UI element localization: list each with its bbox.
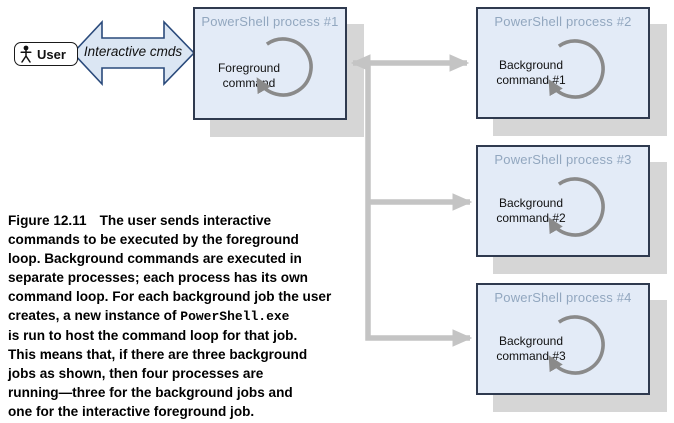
caption-line: running—three for the background jobs an… (8, 385, 293, 400)
user-label: User (37, 46, 66, 62)
loop-arrow-icon (548, 315, 605, 375)
caption-line: separate processes; each process has its… (8, 270, 308, 285)
caption-line: jobs as shown, then four processes are (8, 366, 264, 381)
arrow-to-process4 (365, 65, 473, 347)
process2-command: Background command #1 (496, 58, 566, 87)
caption-line: creates, a new instance of PowerShell.ex… (8, 308, 290, 324)
caption-line: This means that, if there are three back… (8, 347, 308, 362)
figure-number: Figure 12.11 (8, 213, 87, 228)
caption-line: command loop. For each background job th… (8, 289, 332, 304)
user-box: User (14, 42, 78, 66)
loop-arrow-icon (548, 39, 605, 99)
caption-line: commands to be executed by the foregroun… (8, 232, 299, 247)
code-text: PowerShell.exe (180, 309, 290, 324)
process3-command: Background command #2 (496, 196, 566, 225)
caption-line: one for the interactive foreground job. (8, 404, 255, 419)
loop-arrow-icon (548, 177, 605, 237)
process1-box: PowerShell process #1 Foreground command (193, 7, 347, 120)
process4-box: PowerShell process #4 Background command… (476, 283, 650, 395)
process3-title: PowerShell process #3 (494, 152, 632, 167)
process2-title: PowerShell process #2 (494, 14, 632, 29)
stick-figure-icon (20, 45, 32, 63)
caption-line: loop. Background commands are executed i… (8, 251, 302, 266)
loop-arrow-icon (256, 37, 313, 97)
process1-title: PowerShell process #1 (201, 14, 339, 29)
process3-box: PowerShell process #3 Background command… (476, 145, 650, 257)
caption-line: is run to host the command loop for that… (8, 328, 298, 343)
process4-title: PowerShell process #4 (494, 290, 632, 305)
process2-box: PowerShell process #2 Background command… (476, 7, 650, 119)
interactive-cmds-label: Interactive cmds (83, 44, 183, 59)
